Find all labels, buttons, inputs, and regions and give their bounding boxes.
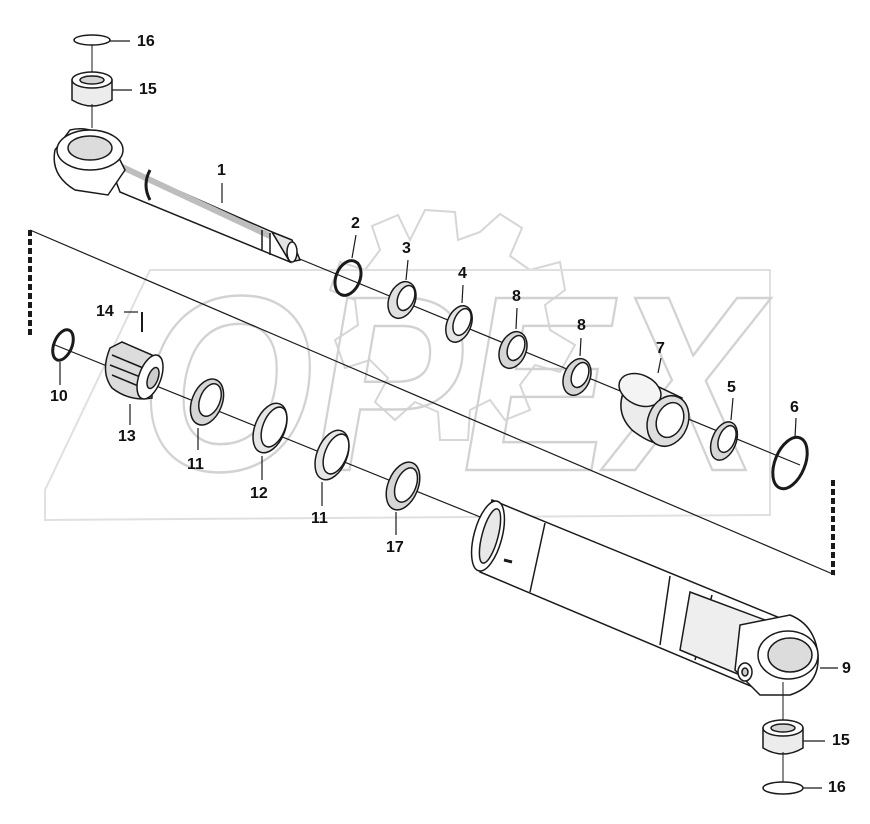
leader-3 bbox=[405, 259, 409, 281]
callout-2: 2 bbox=[351, 215, 360, 232]
callout-5: 5 bbox=[727, 379, 736, 396]
leader-8b bbox=[579, 337, 582, 357]
callout-11-second: 11 bbox=[311, 510, 328, 527]
leader-8a bbox=[515, 307, 518, 330]
callout-13: 13 bbox=[118, 428, 136, 445]
callout-15-top: 15 bbox=[139, 81, 157, 98]
callout-7: 7 bbox=[656, 340, 665, 357]
callout-16-top: 16 bbox=[137, 33, 155, 50]
callout-15-bottom: 15 bbox=[832, 732, 850, 749]
callout-8-first: 8 bbox=[512, 288, 521, 305]
callout-6: 6 bbox=[790, 399, 799, 416]
leader-6 bbox=[794, 417, 797, 439]
part-13-piston bbox=[104, 341, 164, 400]
part-15-bushing-bottom bbox=[762, 719, 804, 755]
part-8-guide-ring-a bbox=[498, 330, 528, 370]
leader-5 bbox=[730, 397, 734, 421]
part-1-piston-rod bbox=[53, 128, 302, 264]
watermark-backplate bbox=[44, 269, 771, 522]
part-4-wiper-ring bbox=[445, 305, 473, 343]
callout-8-second: 8 bbox=[577, 317, 586, 334]
part-16-snap-ring-top bbox=[73, 34, 111, 46]
callout-1: 1 bbox=[217, 162, 226, 179]
upper-axis-line bbox=[289, 254, 801, 466]
part-6-o-ring bbox=[771, 435, 809, 491]
watermark-text: OPEX bbox=[140, 244, 772, 523]
part-12-guide-ring bbox=[252, 402, 288, 454]
leader-4 bbox=[461, 284, 464, 304]
callout-11-first: 11 bbox=[187, 456, 204, 473]
part-11-piston-seal-b bbox=[314, 429, 350, 481]
leader-2 bbox=[351, 234, 357, 259]
callout-10: 10 bbox=[50, 388, 68, 405]
part-16-snap-ring-bottom bbox=[762, 781, 804, 795]
diagonal-divider bbox=[29, 229, 836, 576]
callout-17: 17 bbox=[386, 539, 404, 556]
leader-7 bbox=[657, 357, 662, 374]
part-9-cylinder-barrel bbox=[470, 498, 819, 696]
callout-9: 9 bbox=[842, 660, 851, 677]
part-17-seal bbox=[385, 461, 421, 511]
part-10-ring bbox=[51, 328, 75, 362]
callout-12: 12 bbox=[250, 485, 268, 502]
callout-14: 14 bbox=[96, 303, 114, 320]
part-7-cylinder-head bbox=[618, 372, 690, 447]
part-2-o-ring bbox=[333, 259, 363, 297]
part-5-seal bbox=[709, 421, 739, 461]
callout-4: 4 bbox=[458, 265, 467, 282]
part-8-guide-ring-b bbox=[562, 357, 592, 397]
part-3-seal bbox=[387, 280, 417, 320]
watermark: OPEX bbox=[44, 208, 773, 524]
part-11-piston-seal-a bbox=[189, 378, 225, 426]
callout-16-bottom: 16 bbox=[828, 779, 846, 796]
callout-3: 3 bbox=[402, 240, 411, 257]
part-15-bushing-top bbox=[71, 71, 113, 107]
